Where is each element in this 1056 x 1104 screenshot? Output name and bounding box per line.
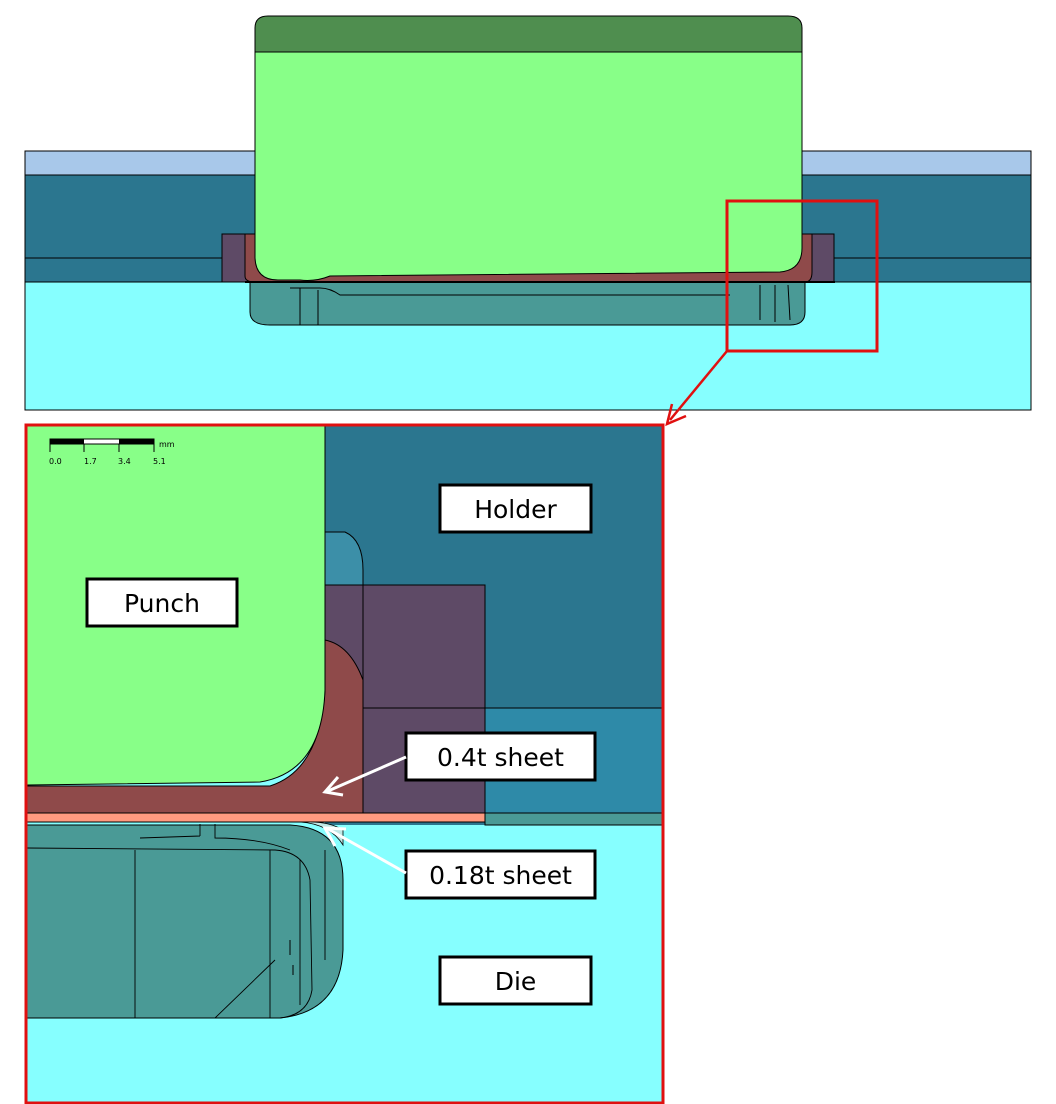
scale-tick-3: 5.1 <box>153 457 166 466</box>
arrow-sheet-thin <box>322 826 407 875</box>
scale-bar: mm 0.0 1.7 3.4 5.1 <box>49 438 175 466</box>
overview-punch-top <box>254 15 803 53</box>
zoom-region-box <box>725 199 879 353</box>
label-punch-text: Punch <box>124 589 200 618</box>
detail-die-edges <box>27 824 326 1019</box>
label-sheet-thick: 0.4t sheet <box>404 731 597 782</box>
overview-view <box>24 15 1032 411</box>
detail-die-body <box>27 824 344 1019</box>
detail-holder-fillet <box>324 531 364 586</box>
label-sheet-thin: 0.18t sheet <box>404 849 597 900</box>
detail-frame <box>24 423 665 1104</box>
label-sheet-thick-text: 0.4t sheet <box>437 743 564 772</box>
detail-sheet-thin <box>27 812 486 823</box>
overview-die-cavity <box>249 281 806 326</box>
zoom-arrow <box>665 350 728 427</box>
label-die: Die <box>438 955 593 1006</box>
scale-bar-unit: mm <box>159 440 175 449</box>
arrow-sheet-thick <box>322 755 407 797</box>
label-holder: Holder <box>438 483 593 534</box>
overview-punch <box>254 51 803 281</box>
label-holder-text: Holder <box>474 495 557 524</box>
label-die-text: Die <box>495 967 537 996</box>
overview-die-cavity-inner <box>290 284 791 325</box>
scale-tick-0: 0.0 <box>49 457 62 466</box>
label-punch: Punch <box>85 577 239 628</box>
label-sheet-thin-text: 0.18t sheet <box>429 861 572 890</box>
scale-tick-2: 3.4 <box>118 457 131 466</box>
scale-tick-1: 1.7 <box>84 457 97 466</box>
